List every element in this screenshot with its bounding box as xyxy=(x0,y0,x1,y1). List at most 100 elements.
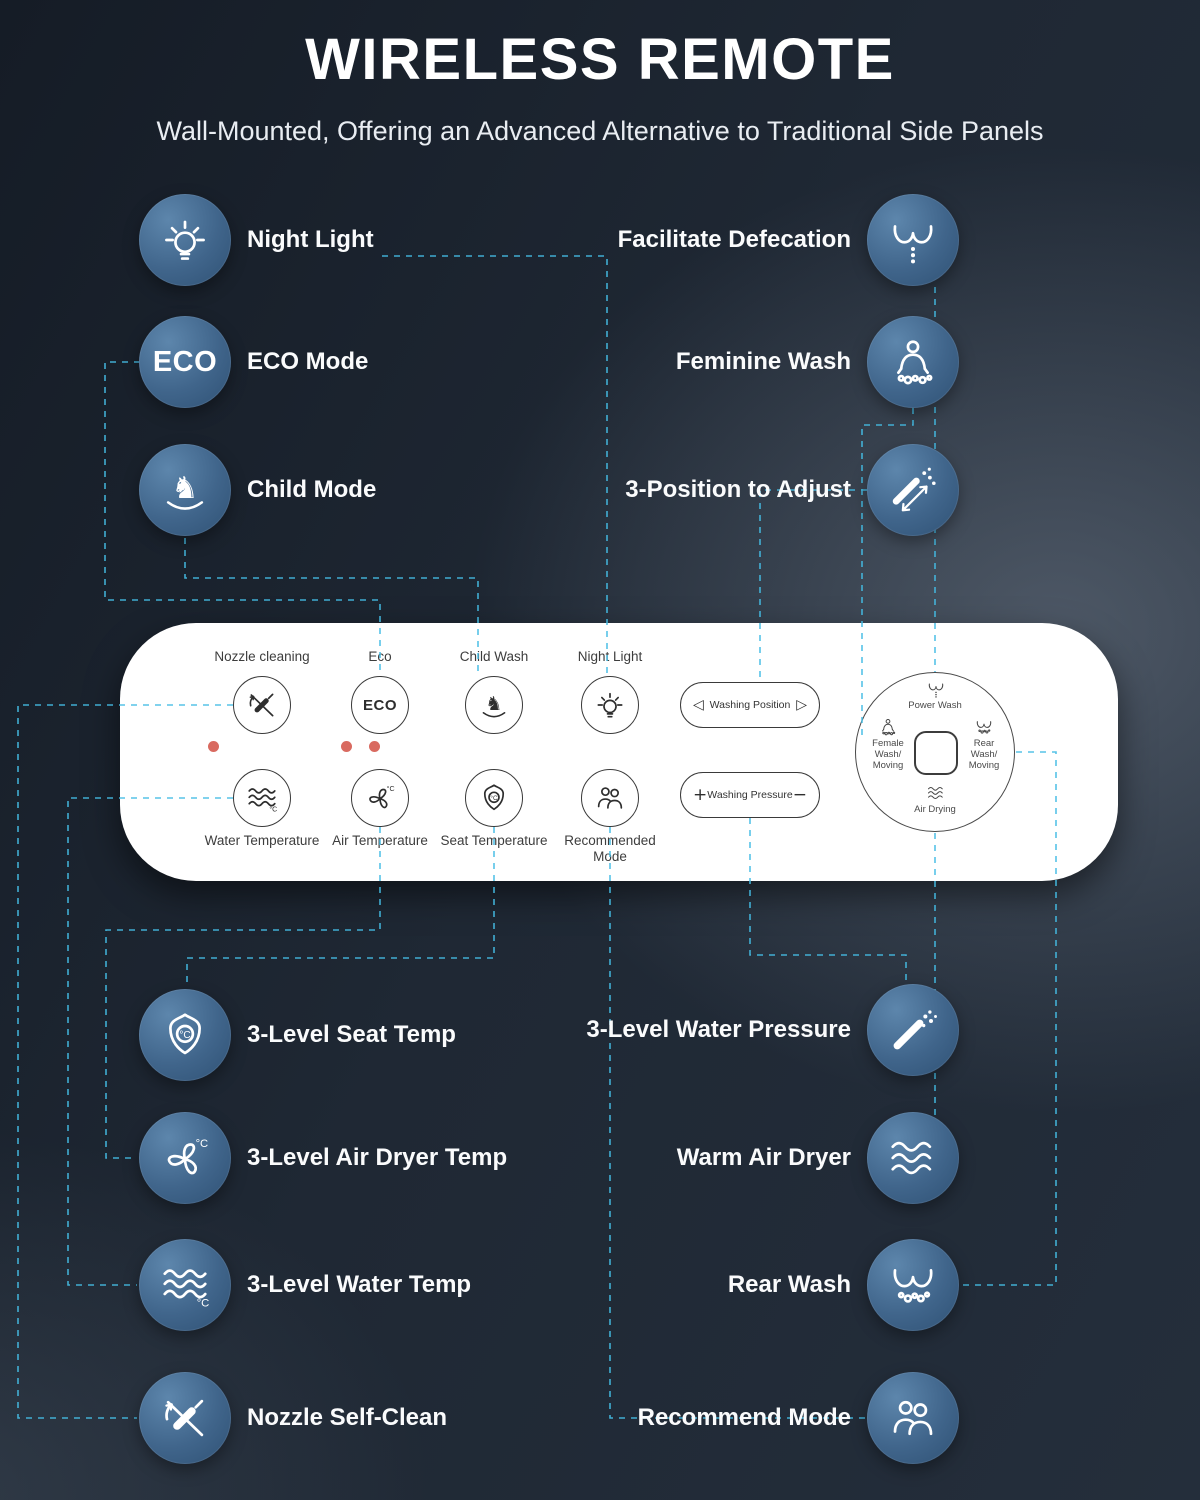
eco-icon: ECO xyxy=(362,696,397,714)
feature-badge xyxy=(867,444,959,536)
night-light-icon xyxy=(158,213,212,267)
remote-button-washing-pressure: + Washing Pressure − xyxy=(680,772,820,818)
dial-right-line: Moving xyxy=(968,759,1000,771)
seat-temp-icon xyxy=(477,781,511,815)
nozzle-clean-icon xyxy=(245,688,279,722)
feature-label: 3-Level Air Dryer Temp xyxy=(247,1144,508,1171)
feature-night-light: Night Light xyxy=(139,194,374,286)
rear-wash-icon xyxy=(974,717,994,737)
feature-badge xyxy=(867,984,959,1076)
feature-child-mode: Child Mode xyxy=(139,444,376,536)
feature-label: Facilitate Defecation xyxy=(617,226,851,253)
button-label: Nozzle cleaning xyxy=(214,649,310,664)
washing-position-label: Washing Position xyxy=(709,699,791,711)
feature-badge xyxy=(867,1112,959,1204)
remote-button-night-light xyxy=(581,676,639,734)
feature-water-temp: 3-Level Water Temp xyxy=(139,1239,471,1331)
feature-badge xyxy=(139,194,231,286)
feature-badge xyxy=(139,444,231,536)
rocking-horse-icon xyxy=(477,688,511,722)
feature-label: Warm Air Dryer xyxy=(676,1144,851,1171)
feature-badge xyxy=(867,316,959,408)
feature-label: 3-Level Water Temp xyxy=(247,1271,472,1298)
led-indicator xyxy=(369,741,380,752)
feature-eco-mode: ECO ECO Mode xyxy=(139,316,368,408)
button-label: Eco xyxy=(368,649,392,664)
water-temp-icon xyxy=(245,781,279,815)
feature-position-adjust: 3-Position to Adjust xyxy=(625,444,959,536)
water-temp-icon xyxy=(158,1258,212,1312)
feature-badge xyxy=(139,1239,231,1331)
led-indicator xyxy=(341,741,352,752)
button-label: Night Light xyxy=(577,649,643,664)
button-label: Seat Temperature xyxy=(440,833,548,848)
feature-feminine-wash: Feminine Wash xyxy=(676,316,959,408)
dial-right-line: Rear xyxy=(973,738,995,749)
feature-label: Rear Wash xyxy=(727,1271,851,1298)
feature-badge xyxy=(139,1112,231,1204)
dial-bottom-label: Air Drying xyxy=(914,804,956,815)
dial-right-label: Rear Wash/ Moving xyxy=(956,738,1012,772)
feature-recommend-mode: Recommend Mode xyxy=(638,1372,959,1464)
warm-air-icon xyxy=(886,1131,940,1185)
connector-night-light xyxy=(382,255,608,673)
remote-panel: Nozzle cleaning Eco Child Wash Night Lig… xyxy=(120,623,1118,881)
feature-seat-temp: 3-Level Seat Temp xyxy=(139,989,456,1081)
feature-water-pressure: 3-Level Water Pressure xyxy=(586,984,959,1076)
feature-badge xyxy=(867,194,959,286)
warm-air-icon xyxy=(926,783,946,803)
dial-left-line: Female xyxy=(872,738,904,749)
led-indicator xyxy=(208,741,219,752)
recommend-mode-icon xyxy=(886,1391,940,1445)
remote-button-eco: ECO xyxy=(351,676,409,734)
dial-left-line: Wash/ xyxy=(874,748,902,760)
feature-label: 3-Level Seat Temp xyxy=(247,1021,456,1048)
feature-badge xyxy=(867,1239,959,1331)
feature-label: ECO Mode xyxy=(247,348,369,375)
feature-label: 3-Position to Adjust xyxy=(625,476,851,503)
button-label: Recommended Mode xyxy=(564,833,656,864)
feature-badge xyxy=(139,1372,231,1464)
arrow-left-icon: ◁ xyxy=(693,697,704,713)
feature-label: Recommend Mode xyxy=(637,1404,851,1431)
rocking-horse-icon xyxy=(158,463,212,517)
remote-button-nozzle-cleaning xyxy=(233,676,291,734)
remote-button-water-temperature xyxy=(233,769,291,827)
feature-air-dryer-temp: 3-Level Air Dryer Temp xyxy=(139,1112,507,1204)
fan-temp-icon xyxy=(158,1131,212,1185)
feature-label: Night Light xyxy=(247,226,374,253)
power-wash-icon xyxy=(886,213,940,267)
fan-temp-icon xyxy=(363,781,397,815)
plus-icon: + xyxy=(693,784,708,805)
wash-dial: Power Wash Female Wash/ Moving Rear Wash… xyxy=(855,672,1015,832)
feature-facilitate-defecation: Facilitate Defecation xyxy=(618,194,959,286)
seat-temp-icon xyxy=(158,1008,212,1062)
feminine-wash-icon xyxy=(878,717,898,737)
power-wash-icon xyxy=(926,679,946,699)
dial-left-label: Female Wash/ Moving xyxy=(860,738,916,772)
feature-label: Child Mode xyxy=(247,476,377,503)
page-title: WIRELESS REMOTE xyxy=(305,27,895,92)
remote-button-washing-position: ◁ Washing Position ▷ xyxy=(680,682,820,728)
feature-rear-wash: Rear Wash xyxy=(728,1239,959,1331)
dial-left-line: Moving xyxy=(872,759,904,771)
dial-center-button xyxy=(914,731,958,775)
water-pressure-icon xyxy=(886,1003,940,1057)
washing-pressure-label: Washing Pressure xyxy=(707,789,793,801)
nozzle-clean-icon xyxy=(158,1391,212,1445)
dial-top-label: Power Wash xyxy=(908,700,962,711)
night-light-icon xyxy=(593,688,627,722)
feature-warm-air-dryer: Warm Air Dryer xyxy=(677,1112,959,1204)
button-label: Water Temperature xyxy=(204,833,320,848)
feature-label: Nozzle Self-Clean xyxy=(247,1404,448,1431)
nozzle-position-icon xyxy=(886,463,940,517)
feature-label: 3-Level Water Pressure xyxy=(586,1016,851,1043)
recommend-mode-icon xyxy=(593,781,627,815)
feature-label: Feminine Wash xyxy=(675,348,851,375)
page-subtitle: Wall-Mounted, Offering an Advanced Alter… xyxy=(156,116,1044,146)
minus-icon: − xyxy=(792,784,807,805)
button-label: Air Temperature xyxy=(332,833,428,848)
remote-button-child-wash xyxy=(465,676,523,734)
feminine-wash-icon xyxy=(886,335,940,389)
